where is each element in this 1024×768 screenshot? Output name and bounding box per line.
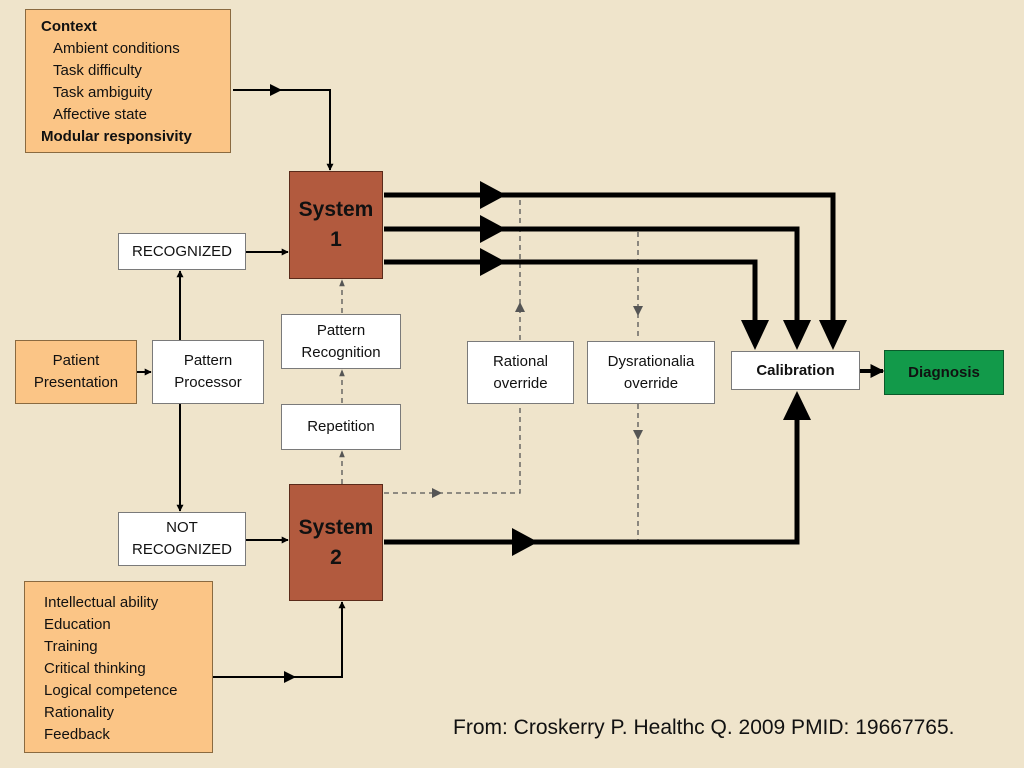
dysrationalia-override-box: Dysrationalia override	[587, 341, 715, 404]
ability-item: Logical competence	[44, 682, 178, 699]
pattern-processor-line1: Pattern	[183, 352, 233, 369]
system2-label: System	[298, 515, 374, 539]
system2-output	[384, 410, 800, 545]
system1-output-top-head	[480, 181, 506, 209]
calibration-bottom-head	[783, 391, 811, 420]
recognized-box: RECOGNIZED	[118, 233, 246, 270]
calibration-top-head-1	[819, 320, 847, 350]
context-item: Task difficulty	[53, 62, 142, 79]
rational-override-line2: override	[493, 374, 548, 392]
context-title: Context	[41, 18, 97, 35]
repetition-box: Repetition	[281, 404, 401, 450]
context-item: Ambient conditions	[53, 40, 180, 57]
rational-override-dashed-head	[432, 488, 442, 498]
pattern-recognition-line1: Pattern	[316, 321, 366, 339]
system1-output-bottom	[384, 259, 758, 330]
context-footer: Modular responsivity	[41, 128, 192, 145]
context-item: Task ambiguity	[53, 84, 153, 101]
system1-label: System	[298, 198, 374, 221]
patient-presentation-line2: Presentation	[33, 374, 119, 391]
system1-output-top	[384, 192, 836, 330]
context-to-system1-arrow	[233, 89, 334, 171]
rational-override-line1: Rational	[492, 352, 549, 370]
not-recognized-line2: RECOGNIZED	[131, 541, 232, 558]
calibration-label: Calibration	[756, 361, 835, 379]
recognized-label: RECOGNIZED	[131, 242, 232, 260]
pattern-processor-box: Pattern Processor	[152, 340, 264, 404]
system2-number: 2	[330, 545, 342, 569]
abilities-mid-arrowhead	[284, 671, 296, 683]
system2-box: System 2	[289, 484, 383, 601]
ability-item: Training	[44, 638, 98, 655]
system2-output-head	[512, 528, 538, 556]
system1-output-middle-head	[480, 215, 506, 243]
ability-item: Critical thinking	[44, 660, 146, 677]
system1-output-middle	[384, 226, 800, 330]
calibration-top-head-2	[783, 320, 811, 350]
abilities-to-system2-arrow	[213, 601, 346, 678]
patient-presentation-box: Patient Presentation	[15, 340, 137, 404]
ability-item: Feedback	[44, 726, 110, 743]
system1-output-bottom-head	[480, 248, 506, 276]
rational-override-up-head	[515, 302, 525, 312]
pattern-recognition-box: Pattern Recognition	[281, 314, 401, 369]
calibration-box: Calibration	[731, 351, 860, 390]
diagnosis-box: Diagnosis	[884, 350, 1004, 395]
citation-text: From: Croskerry P. Healthc Q. 2009 PMID:…	[453, 716, 955, 739]
ability-item: Education	[44, 616, 111, 633]
rational-override-box: Rational override	[467, 341, 574, 404]
repetition-label: Repetition	[307, 418, 375, 435]
system1-number: 1	[330, 228, 342, 251]
system2-to-rational-override-dashed	[384, 404, 521, 494]
not-recognized-line1: NOT	[166, 519, 198, 536]
system1-box: System 1	[289, 171, 383, 279]
context-box: Context Ambient conditions Task difficul…	[25, 9, 231, 153]
not-recognized-box: NOT RECOGNIZED	[118, 512, 246, 566]
dysrationalia-override-line1: Dysrationalia	[607, 352, 695, 370]
pattern-recognition-line2: Recognition	[301, 343, 381, 361]
dysrationalia-down-head-1	[633, 306, 643, 316]
patient-presentation-line1: Patient	[52, 352, 100, 369]
ability-item: Rationality	[44, 704, 115, 721]
abilities-box: Intellectual ability Education Training …	[24, 581, 213, 753]
ability-item: Intellectual ability	[44, 594, 159, 611]
diagnosis-label: Diagnosis	[908, 363, 980, 381]
dysrationalia-down-head-2	[633, 430, 643, 440]
context-mid-arrowhead	[270, 84, 282, 96]
pattern-processor-line2: Processor	[174, 374, 242, 391]
dysrationalia-override-line2: override	[623, 374, 679, 392]
calibration-top-head-3	[741, 320, 769, 350]
context-item: Affective state	[53, 106, 147, 123]
